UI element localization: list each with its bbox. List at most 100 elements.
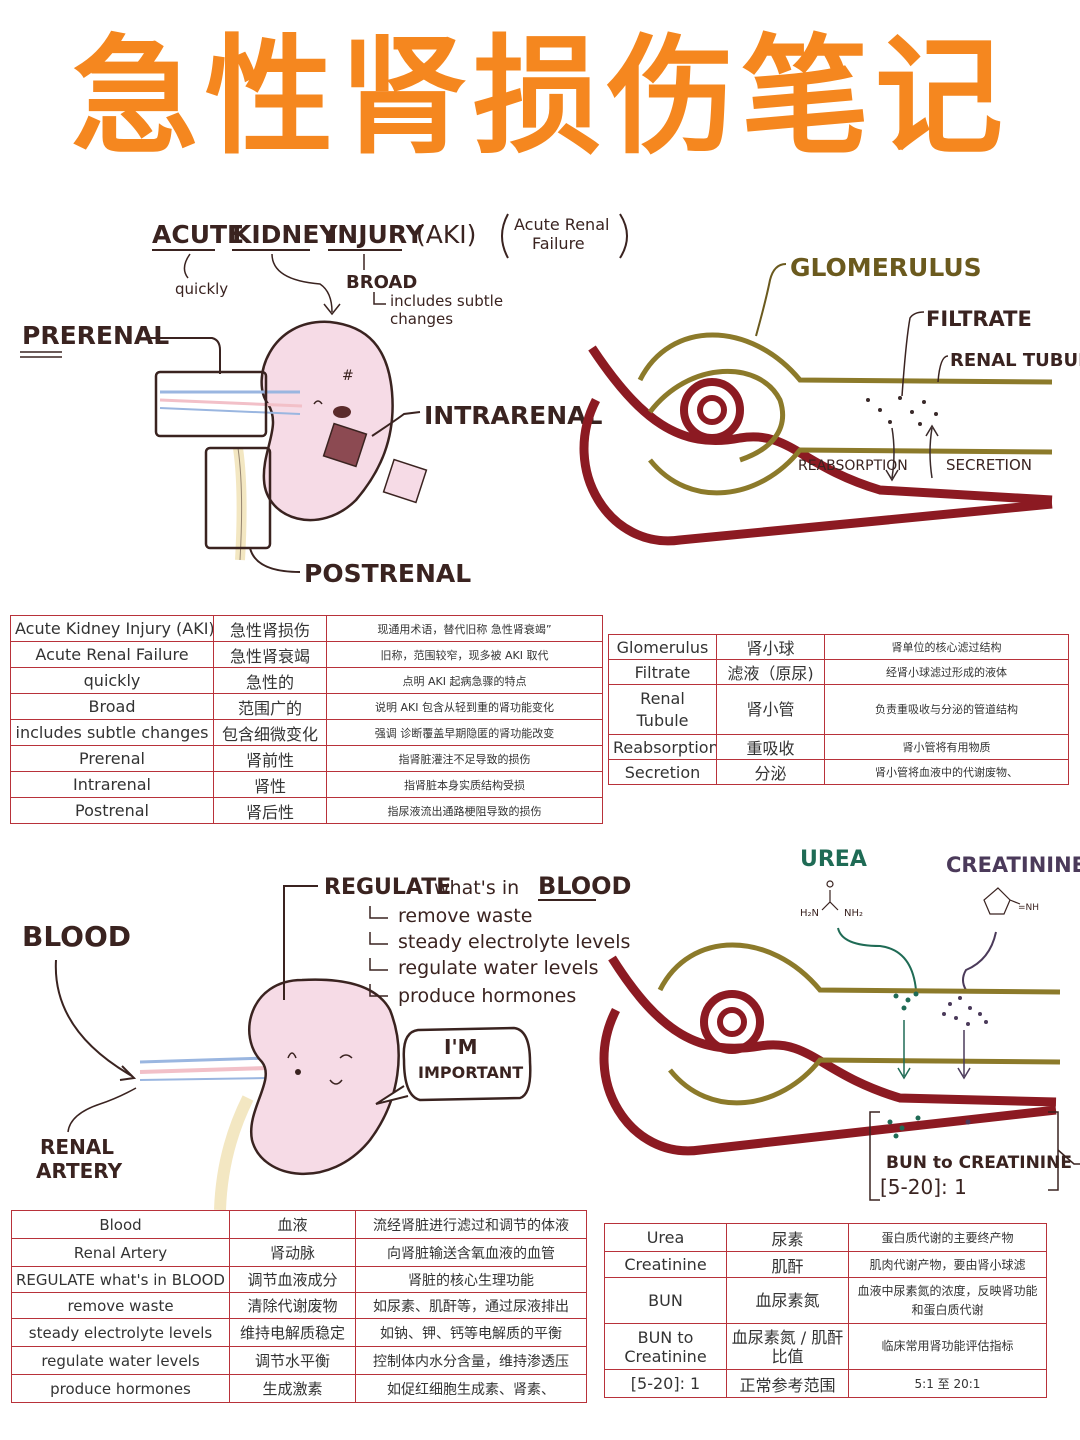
- label-blood-heading: BLOOD: [538, 872, 631, 900]
- speech-bubble: [402, 1026, 532, 1102]
- term-cell: Urea: [604, 1223, 727, 1252]
- note-cell: 经肾小球滤过形成的液体: [824, 659, 1069, 685]
- note-cell: 指肾脏灌注不足导致的损伤: [326, 745, 603, 772]
- note-cell: 肌肉代谢产物，要由肾小球滤: [848, 1251, 1047, 1278]
- term-cell: [5-20]: 1: [604, 1369, 727, 1398]
- term-cell: Glomerulus: [608, 634, 717, 660]
- translation-cell: 肾动脉: [229, 1238, 356, 1267]
- translation-cell: 肾小管: [716, 684, 825, 735]
- kidney-shape: [260, 320, 394, 522]
- note-cell: 现通用术语，替代旧称 急性肾衰竭”: [326, 615, 603, 642]
- svg-text:NH₂: NH₂: [844, 908, 863, 919]
- note-cell: 如促红细胞生成素、肾素、: [355, 1374, 587, 1403]
- translation-cell: 血液: [229, 1210, 356, 1239]
- translation-cell: 重吸收: [716, 734, 825, 760]
- note-cell: 如尿素、肌酐等，通过尿液排出: [355, 1292, 587, 1319]
- note-cell: 血液中尿素氮的浓度，反映肾功能和蛋白质代谢: [848, 1277, 1047, 1324]
- translation-cell: 肌酐: [726, 1251, 849, 1278]
- translation-cell: 血尿素氮 / 肌酐比值: [726, 1323, 849, 1370]
- note-cell: 向肾脏输送含氧血液的血管: [355, 1238, 587, 1267]
- note-cell: 点明 AKI 起病急骤的特点: [326, 667, 603, 694]
- note-cell: 负责重吸收与分泌的管道结构: [824, 684, 1069, 735]
- translation-cell: 尿素: [726, 1223, 849, 1252]
- note-cell: 蛋白质代谢的主要终产物: [848, 1223, 1047, 1252]
- term-cell: produce hormones: [11, 1374, 230, 1403]
- label-prerenal: PRERENAL: [22, 321, 169, 350]
- translation-cell: 清除代谢废物: [229, 1292, 356, 1319]
- note-subtle-line1: includes subtle: [390, 292, 503, 310]
- note-cell: 肾单位的核心滤过结构: [824, 634, 1069, 660]
- term-cell: Creatinine: [604, 1251, 727, 1278]
- note-cell: 肾小管将血液中的代谢废物、: [824, 759, 1069, 785]
- label-urea: UREA: [800, 847, 867, 872]
- term-cell: Intrarenal: [10, 771, 214, 798]
- note-cell: 5:1 至 20:1: [848, 1369, 1047, 1398]
- term-cell: Blood: [11, 1210, 230, 1239]
- function-item-2: steady electrolyte levels: [398, 931, 630, 953]
- label-renal-artery-line1: RENAL: [40, 1135, 114, 1159]
- label-bun-ratio: BUN to CREATININE: [886, 1153, 1072, 1173]
- svg-text:H₂N: H₂N: [800, 908, 819, 919]
- heading-injury: INJURY: [328, 220, 425, 249]
- label-renal-artery-line2: ARTERY: [36, 1159, 123, 1183]
- translation-cell: 肾前性: [213, 745, 327, 772]
- translation-cell: 肾小球: [716, 634, 825, 660]
- note-cell: 指尿液流出通路梗阻导致的损伤: [326, 797, 603, 824]
- function-item-4: produce hormones: [398, 985, 576, 1007]
- heading-aki: (AKI): [416, 220, 476, 249]
- bubble-line2: IMPORTANT: [418, 1063, 523, 1082]
- page-title: 急性肾损伤笔记: [70, 23, 1009, 172]
- note-cell: 临床常用肾功能评估指标: [848, 1323, 1047, 1370]
- term-cell: Acute Renal Failure: [10, 641, 214, 668]
- label-blood: BLOOD: [22, 920, 131, 953]
- heading-arf-line1: Acute Renal: [514, 215, 609, 234]
- svg-text:#: #: [342, 368, 354, 384]
- label-creatinine: CREATININE: [946, 853, 1080, 877]
- term-cell: BUN to Creatinine: [604, 1323, 727, 1370]
- label-glomerulus: GLOMERULUS: [790, 253, 982, 282]
- label-postrenal: POSTRENAL: [304, 559, 471, 588]
- translation-cell: 分泌: [716, 759, 825, 785]
- note-cell: 肾小管将有用物质: [824, 734, 1069, 760]
- term-cell: remove waste: [11, 1292, 230, 1319]
- label-filtrate: FILTRATE: [926, 307, 1032, 331]
- term-cell: Renal Tubule: [608, 684, 717, 735]
- term-cell: Secretion: [608, 759, 717, 785]
- term-cell: REGULATE what's in BLOOD: [11, 1266, 230, 1293]
- translation-cell: 肾后性: [213, 797, 327, 824]
- note-cell: 如钠、钾、钙等电解质的平衡: [355, 1318, 587, 1347]
- term-cell: BUN: [604, 1277, 727, 1324]
- note-quickly: quickly: [175, 280, 228, 298]
- translation-cell: 正常参考范围: [726, 1369, 849, 1398]
- translation-cell: 调节水平衡: [229, 1346, 356, 1375]
- term-cell: regulate water levels: [11, 1346, 230, 1375]
- translation-cell: 急性的: [213, 667, 327, 694]
- translation-cell: 急性肾损伤: [213, 615, 327, 642]
- function-item-3: regulate water levels: [398, 957, 599, 979]
- label-intrarenal: INTRARENAL: [424, 401, 602, 430]
- heading-arf-line2: Failure: [532, 234, 585, 253]
- note-cell: 旧称，范围较窄，现多被 AKI 取代: [326, 641, 603, 668]
- label-secretion: SECRETION: [946, 456, 1032, 474]
